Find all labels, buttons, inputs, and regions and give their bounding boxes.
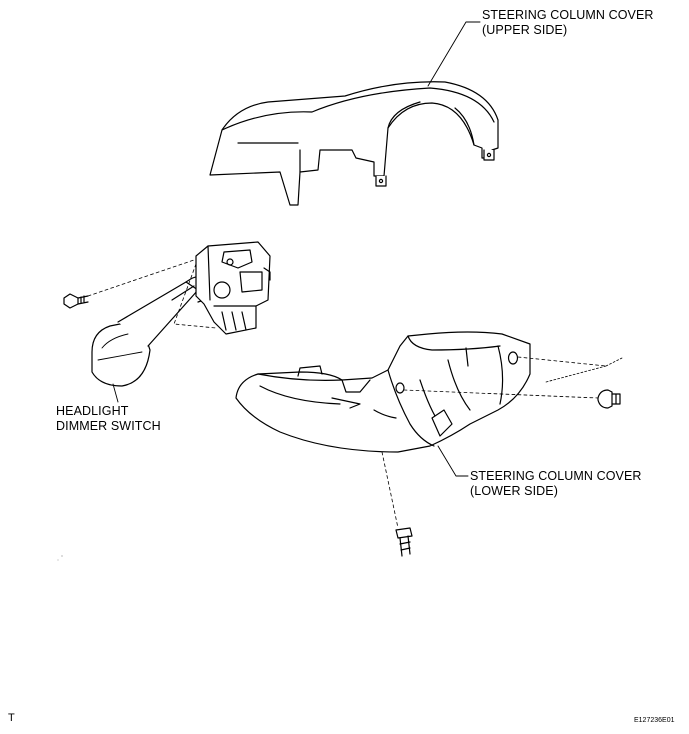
speck <box>61 555 63 557</box>
speck <box>57 559 59 561</box>
lower-cover-label-line1: STEERING COLUMN COVER <box>470 469 642 483</box>
upper-cover-label-line1: STEERING COLUMN COVER <box>482 8 654 22</box>
upper-column-cover <box>209 81 499 206</box>
lower-cover-leader <box>437 445 469 477</box>
switch-label-line1: HEADLIGHT <box>56 404 129 418</box>
corner-mark: T <box>8 712 15 724</box>
upper-cover-label-line2: (UPPER SIDE) <box>482 23 568 37</box>
upper-cover-label: STEERING COLUMN COVER (UPPER SIDE) <box>482 8 654 38</box>
figure-code: E127236E01 <box>634 717 675 724</box>
lower-cover-label: STEERING COLUMN COVER (LOWER SIDE) <box>470 469 642 499</box>
switch-screw <box>63 259 195 309</box>
switch-label-line2: DIMMER SWITCH <box>56 419 161 433</box>
lower-cover-side-screw <box>403 356 623 409</box>
lower-cover-label-line2: (LOWER SIDE) <box>470 484 559 498</box>
upper-cover-leader <box>427 21 481 87</box>
switch-leader <box>112 383 119 403</box>
switch-label: HEADLIGHT DIMMER SWITCH <box>56 404 161 434</box>
lower-cover-bottom-screw <box>381 451 413 557</box>
headlight-dimmer-switch <box>91 241 271 387</box>
lower-column-cover <box>235 331 531 453</box>
